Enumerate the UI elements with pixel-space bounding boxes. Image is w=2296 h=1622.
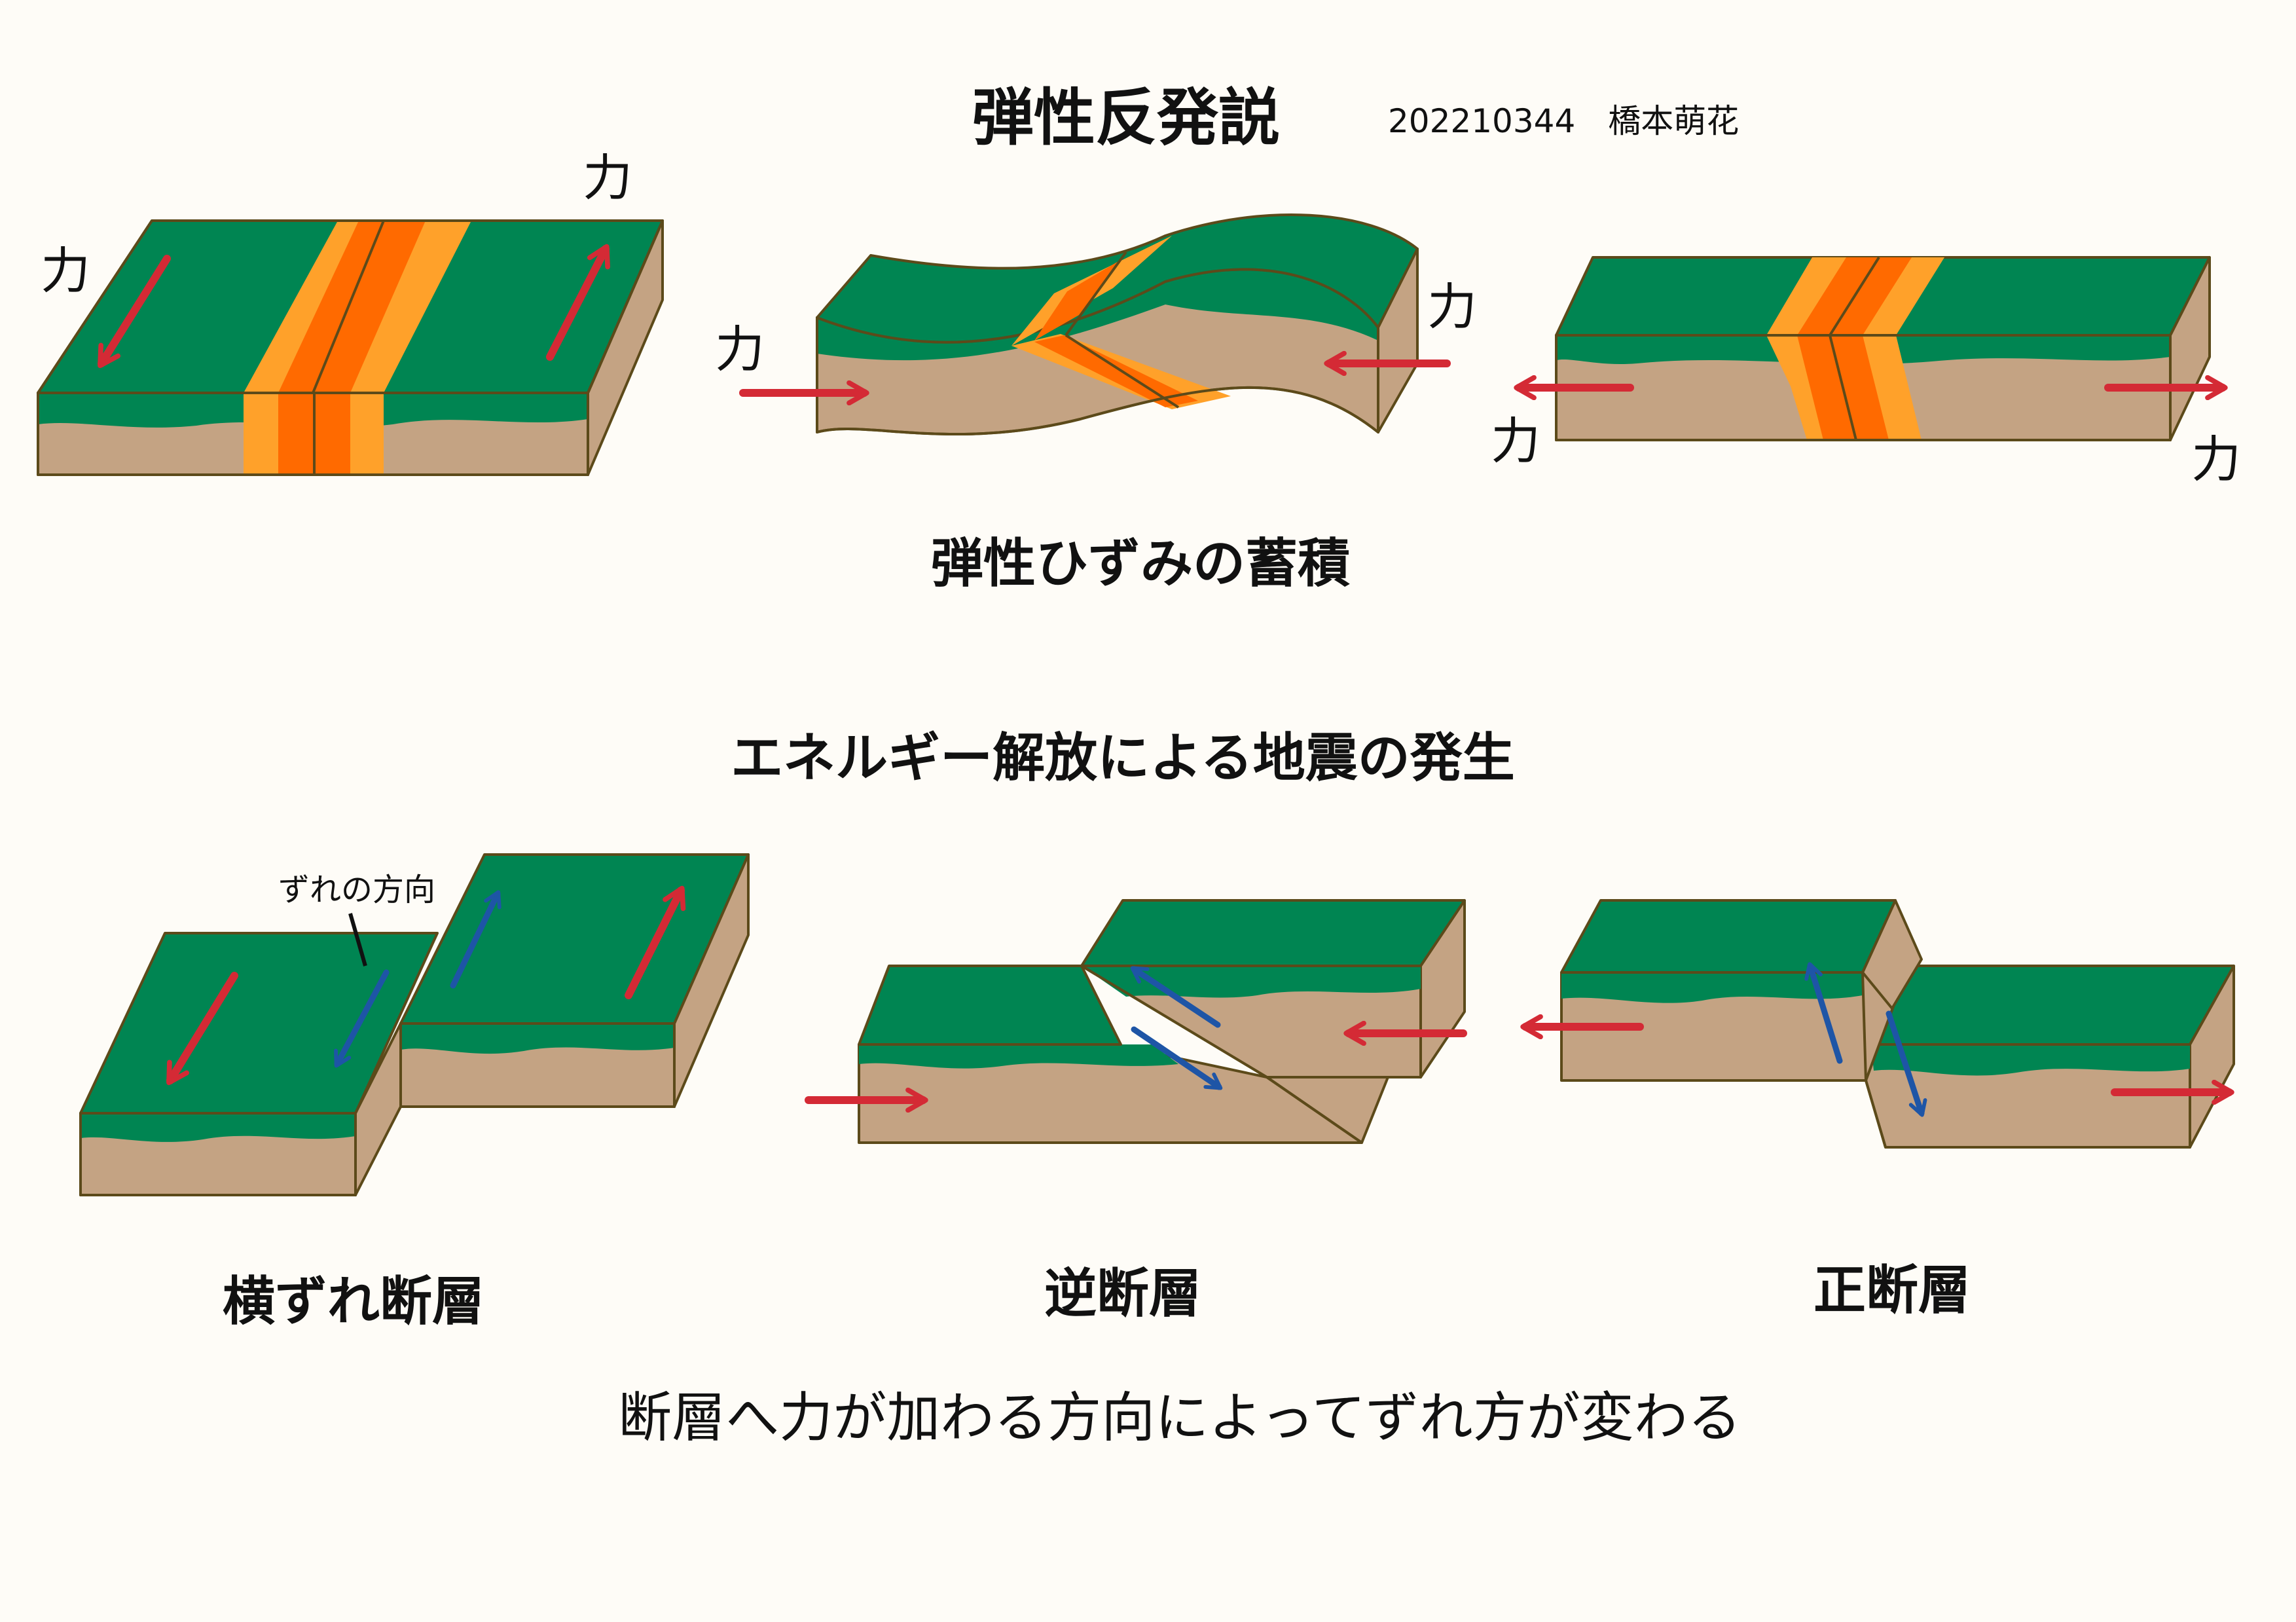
force-arrow-icon: [98, 255, 171, 369]
force-label: 力: [41, 242, 90, 300]
page-title: 弾性反発説: [972, 83, 1280, 154]
force-label: 力: [583, 149, 632, 207]
fault-type-label-normal: 正断層: [1813, 1260, 1971, 1321]
force-label: 力: [2191, 430, 2241, 488]
slip-arrow-icon: [1804, 962, 1843, 1064]
force-arrow-icon: [166, 972, 238, 1086]
force-arrow-icon: [546, 244, 610, 361]
reverse-fault-block: [858, 899, 1466, 1144]
slip-arrow-icon: [1886, 1010, 1927, 1117]
bottom-caption: 断層へ力が加わる方向によってずれ方が変わる: [618, 1387, 1741, 1449]
slip-direction-label: ずれの方向: [278, 872, 435, 908]
force-label: 力: [1427, 278, 1477, 336]
block-initial: [37, 219, 664, 476]
block-released: [1555, 256, 2211, 441]
slip-arrow-icon: [450, 890, 501, 989]
strike-slip-fault-block: [79, 853, 750, 1196]
fault-type-label-reverse: 逆断層: [1044, 1263, 1201, 1324]
force-arrow-icon: [625, 885, 686, 999]
normal-fault-block: [1560, 899, 2235, 1149]
block-bending: [816, 213, 1419, 436]
fault-type-label-strike-slip: 横ずれ断層: [223, 1271, 484, 1332]
slip-arrow-icon: [334, 969, 390, 1068]
slip-arrow-icon: [1130, 966, 1221, 1028]
force-label: 力: [715, 320, 765, 378]
slip-label-leader: [348, 913, 367, 967]
section2-heading: エネルギー解放による地震の発生: [731, 728, 1515, 788]
force-label: 力: [1491, 412, 1540, 470]
author-line: 202210344 橋本萌花: [1388, 102, 1739, 140]
slip-arrow-icon: [1131, 1026, 1223, 1090]
section1-caption: 弾性ひずみの蓄積: [931, 533, 1350, 594]
